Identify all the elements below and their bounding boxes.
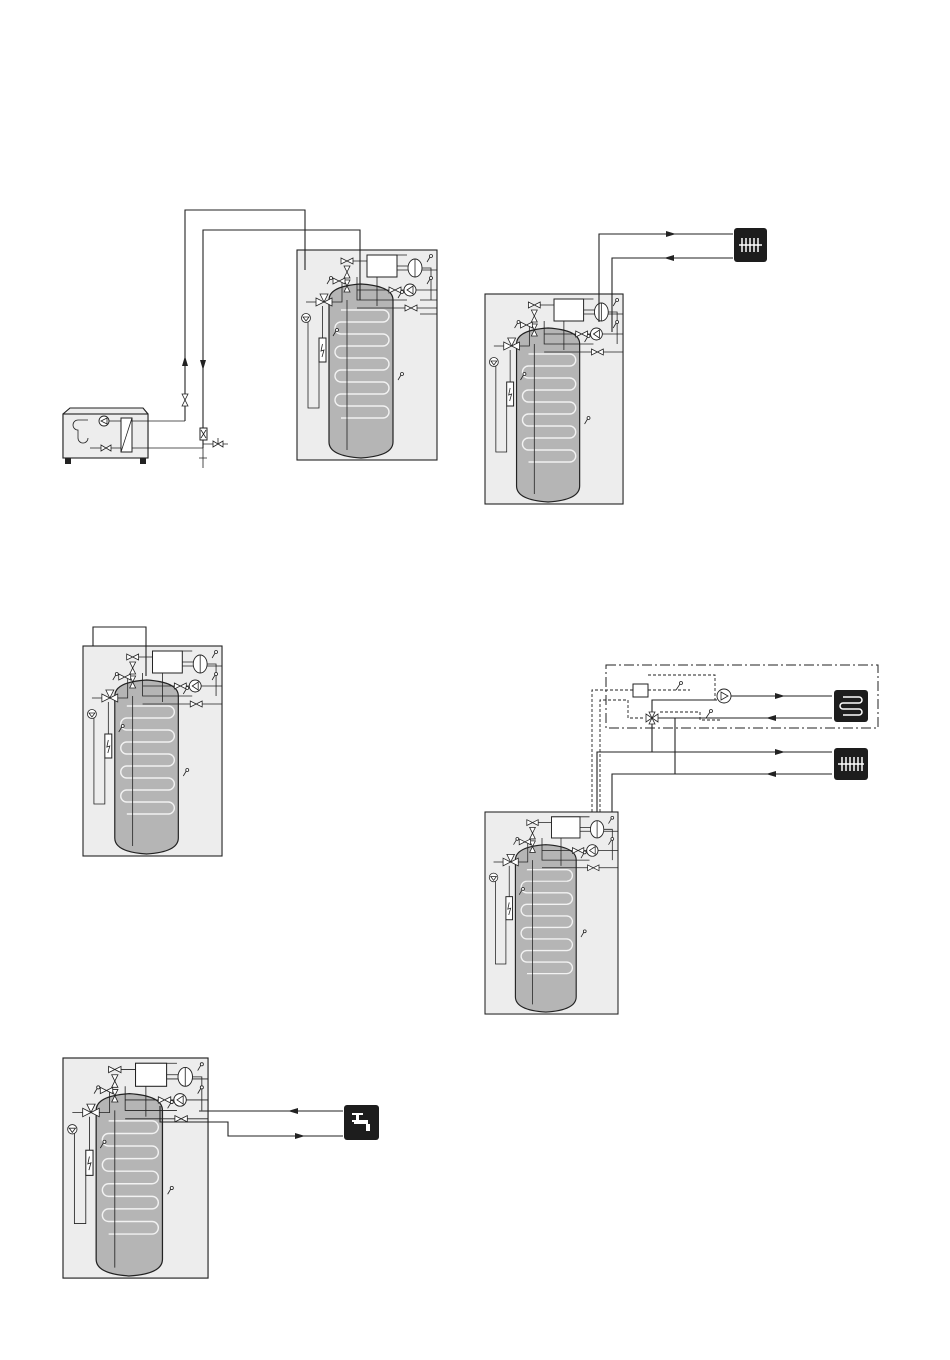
- indoor-unit-3: [83, 646, 222, 856]
- indoor-unit-4: [485, 812, 618, 1014]
- diagram-recirculation-loop: [83, 627, 222, 856]
- diagram-floor-heating-and-radiator: [485, 665, 878, 1014]
- indoor-unit-5: [63, 1058, 208, 1278]
- indoor-unit-2: [485, 294, 623, 504]
- shunt-control-box: [633, 684, 648, 697]
- diagram-outdoor-unit-connection: [63, 210, 437, 468]
- radiator-icon: [734, 228, 767, 262]
- diagram-hot-water-tap: [63, 1058, 379, 1278]
- radiator-icon: [834, 748, 868, 780]
- indoor-unit-1: [297, 250, 437, 460]
- water-tap-icon: [344, 1105, 379, 1140]
- underfloor-heating-icon: [834, 690, 868, 722]
- diagram-heating-circuit-radiator: [485, 228, 767, 504]
- outdoor-heat-pump-unit: [63, 408, 203, 464]
